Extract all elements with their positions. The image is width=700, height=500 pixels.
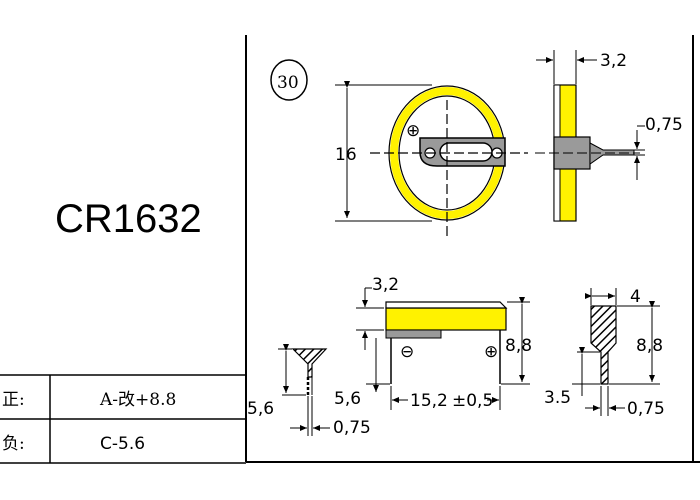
pin-spacing-label: 15,2 (410, 391, 448, 411)
right-pin-label: 3.5 (544, 388, 571, 408)
pin-tolerance-label: ±0,5 (452, 391, 493, 411)
spec-table (0, 374, 246, 464)
pin-offset-left-label: 5,6 (247, 399, 274, 419)
pin-offset-label: 5,6 (334, 389, 361, 409)
view-number-badge: 30 (270, 59, 308, 101)
right-pin-thickness-label: 0,75 (627, 399, 665, 419)
table-row-1-value: A-改+8.8 (99, 390, 176, 410)
height-side-label: 3,2 (372, 275, 399, 295)
side-view: 3,2 0,75 (535, 50, 683, 222)
pin-thickness-left-label: 0,75 (333, 418, 371, 438)
drawing-frame (245, 35, 700, 463)
total-height-label: 8,8 (505, 336, 532, 356)
front-view: ⊕ 16 (335, 81, 528, 240)
plus-symbol: ⊕ (406, 121, 420, 141)
plus-symbol-bottom: ⊕ (484, 342, 498, 362)
view-number: 30 (277, 73, 299, 93)
right-height-label: 8,8 (636, 336, 663, 356)
top-width-label: 3,2 (600, 51, 627, 71)
table-row-1-label: 正: (2, 390, 25, 410)
bottom-view: ⊖ ⊕ 3,2 8,8 5,6 15,2 ±0,5 (334, 275, 532, 411)
diameter-label: 16 (335, 145, 357, 165)
table-row-2-label: 负: (2, 434, 25, 454)
pin-view-left: 5,6 0,75 (247, 344, 371, 438)
tab-thickness-label: 0,75 (645, 115, 683, 135)
table-row-2-value: C-5.6 (100, 434, 145, 454)
minus-symbol: ⊖ (400, 342, 414, 362)
right-width-label: 4 (630, 287, 641, 307)
part-name: CR1632 (55, 197, 202, 241)
pin-view-right: 4 8,8 3.5 0,75 (544, 287, 665, 419)
